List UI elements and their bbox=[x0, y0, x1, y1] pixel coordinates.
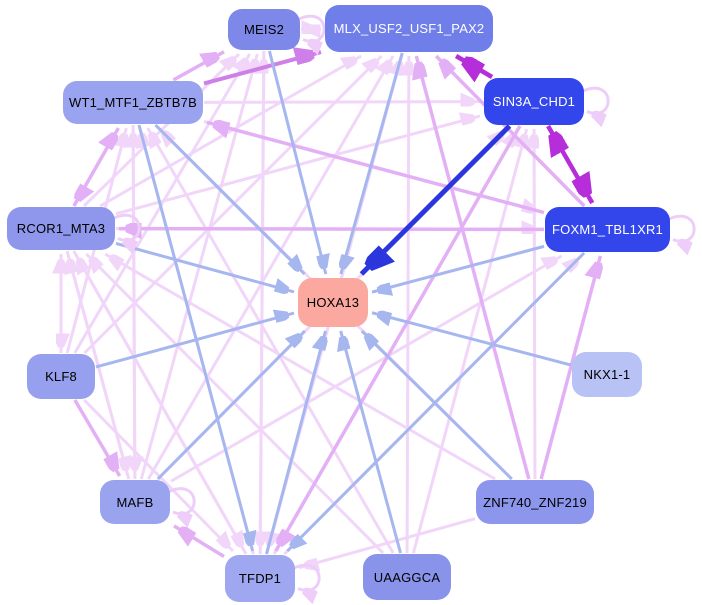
graph-edge-znf740-mlx[interactable] bbox=[416, 55, 531, 480]
graph-edge-znf740-hoxa13[interactable] bbox=[362, 329, 513, 481]
graph-edge-wt1-mafb[interactable] bbox=[133, 124, 135, 477]
node-hoxa13[interactable]: HOXA13 bbox=[298, 278, 368, 327]
node-uaaggca[interactable]: UAAGGCA bbox=[363, 554, 451, 600]
graph-edge-znf740-rcor1[interactable] bbox=[104, 252, 496, 481]
graph-edge-uaaggca-hoxa13[interactable] bbox=[341, 330, 402, 554]
graph-edge-mafb-mlx[interactable] bbox=[147, 55, 395, 480]
graph-edge-meis2-tfdp1[interactable] bbox=[260, 50, 264, 552]
graph-edge-wt1-mlx[interactable] bbox=[203, 52, 322, 86]
self-loop-meis2[interactable] bbox=[297, 14, 326, 41]
node-mlx-usf2-usf1-pax2[interactable]: MLX_USF2_USF1_PAX2 bbox=[325, 5, 493, 52]
node-label: SIN3A_CHD1 bbox=[492, 94, 576, 109]
graph-edge-sin3a-mlx[interactable] bbox=[454, 54, 494, 77]
graph-edge-mafb-hoxa13[interactable] bbox=[156, 331, 306, 481]
graph-edge-klf8-tfdp1[interactable] bbox=[83, 398, 234, 553]
self-loop-tfdp1[interactable] bbox=[292, 563, 321, 590]
self-loop-foxm1[interactable] bbox=[667, 214, 696, 241]
graph-edge-klf8-hoxa13[interactable] bbox=[95, 313, 295, 369]
node-meis2[interactable]: MEIS2 bbox=[228, 9, 300, 50]
graph-edge-wt1-sin3a[interactable] bbox=[203, 102, 481, 103]
node-foxm1-tbl1xr1[interactable]: FOXM1_TBL1XR1 bbox=[545, 207, 670, 252]
graph-edge-znf740-foxm1[interactable] bbox=[539, 255, 600, 480]
self-loop-sin3a[interactable] bbox=[581, 86, 610, 113]
graph-edge-nkx1-hoxa13[interactable] bbox=[371, 313, 572, 367]
node-label: RCOR1_MTA3 bbox=[16, 221, 106, 236]
node-label: FOXM1_TBL1XR1 bbox=[552, 222, 663, 237]
node-wt1-mtf1-zbtb7b[interactable]: WT1_MTF1_ZBTB7B bbox=[63, 81, 203, 124]
graph-edge-foxm1-wt1[interactable] bbox=[206, 122, 545, 215]
graph-edge-rcor1-wt1[interactable] bbox=[72, 127, 120, 207]
node-label: HOXA13 bbox=[306, 295, 360, 310]
graph-edge-mafb-foxm1[interactable] bbox=[170, 254, 563, 483]
node-nkx1-1[interactable]: NKX1-1 bbox=[572, 352, 642, 397]
node-rcor1-mta3[interactable]: RCOR1_MTA3 bbox=[7, 207, 115, 250]
node-label: UAAGGCA bbox=[373, 569, 441, 585]
self-loop-rcor1[interactable] bbox=[112, 213, 141, 240]
node-label: MEIS2 bbox=[243, 22, 284, 37]
graph-edge-foxm1-rcor1[interactable] bbox=[118, 229, 545, 230]
graph-edge-uaaggca-mlx[interactable] bbox=[407, 55, 409, 554]
node-label: KLF8 bbox=[45, 369, 77, 384]
graph-edge-rcor1-hoxa13[interactable] bbox=[115, 242, 295, 291]
graph-edge-sin3a-hoxa13[interactable] bbox=[359, 124, 512, 276]
node-label: ZNF740_ZNF219 bbox=[483, 494, 587, 510]
node-label: NKX1-1 bbox=[583, 367, 631, 382]
graph-edge-wt1-meis2[interactable] bbox=[172, 50, 225, 82]
node-label: MAFB bbox=[116, 494, 154, 510]
node-klf8[interactable]: KLF8 bbox=[27, 354, 95, 399]
graph-edge-wt1-tfdp1[interactable] bbox=[137, 124, 253, 552]
node-mafb[interactable]: MAFB bbox=[100, 480, 170, 524]
self-loop-mafb[interactable] bbox=[167, 487, 196, 514]
node-label: WT1_MTF1_ZBTB7B bbox=[69, 95, 197, 110]
node-sin3a-chd1[interactable]: SIN3A_CHD1 bbox=[484, 78, 584, 125]
graph-edge-tfdp1-mafb[interactable] bbox=[173, 524, 225, 558]
graph-edge-rcor1-tfdp1[interactable] bbox=[72, 250, 246, 552]
graph-edge-uaaggca-wt1[interactable] bbox=[146, 127, 395, 554]
graph-edge-sin3a-tfdp1[interactable] bbox=[274, 125, 522, 552]
graph-edge-rcor1-mafb[interactable] bbox=[65, 250, 128, 477]
node-tfdp1[interactable]: TFDP1 bbox=[225, 555, 295, 602]
graph-edge-znf740-tfdp1[interactable] bbox=[298, 517, 476, 568]
graph-edge-foxm1-hoxa13[interactable] bbox=[371, 244, 545, 292]
graph-edge-mlx-hoxa13[interactable] bbox=[341, 52, 404, 275]
graph-edge-wt1-hoxa13[interactable] bbox=[154, 123, 306, 276]
graph-edge-klf8-mafb[interactable] bbox=[73, 399, 122, 477]
graph-edge-uaaggca-sin3a[interactable] bbox=[411, 128, 526, 554]
graph-edge-sin3a-foxm1[interactable] bbox=[546, 124, 595, 205]
node-label: TFDP1 bbox=[238, 571, 282, 586]
graph-edge-meis2-hoxa13[interactable] bbox=[267, 50, 325, 275]
graph-edge-tfdp1-hoxa13[interactable] bbox=[265, 330, 325, 555]
graph-edge-rcor1-mlx[interactable] bbox=[99, 54, 362, 208]
node-label: MLX_USF2_USF1_PAX2 bbox=[333, 21, 485, 36]
node-znf740-znf219[interactable]: ZNF740_ZNF219 bbox=[476, 480, 594, 524]
